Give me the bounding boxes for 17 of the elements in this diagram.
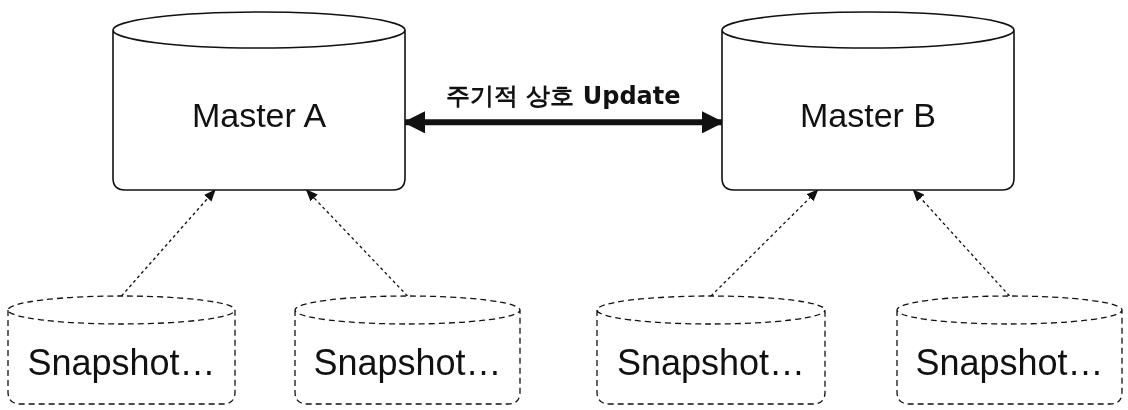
database-label: Master A: [190, 96, 328, 135]
dotted-arrow: [912, 189, 1011, 297]
snapshot-label: Snapshot…: [615, 342, 807, 384]
database-cylinder: [722, 12, 1014, 190]
snapshot-label: Snapshot…: [26, 342, 217, 384]
snapshot-cylinder: [295, 296, 520, 404]
dotted-arrow: [120, 189, 216, 297]
snapshot-cylinder: [897, 296, 1122, 404]
snapshot-cylinder: [597, 296, 825, 404]
dotted-arrow: [305, 189, 409, 297]
double-arrow: [403, 111, 724, 134]
dotted-arrow: [710, 189, 819, 297]
snapshot-label: Snapshot…: [914, 342, 1105, 384]
database-label: Master B: [798, 96, 937, 135]
snapshot-cylinder: [8, 296, 235, 404]
snapshot-label: Snapshot…: [312, 342, 503, 384]
database-cylinder: [113, 12, 405, 190]
